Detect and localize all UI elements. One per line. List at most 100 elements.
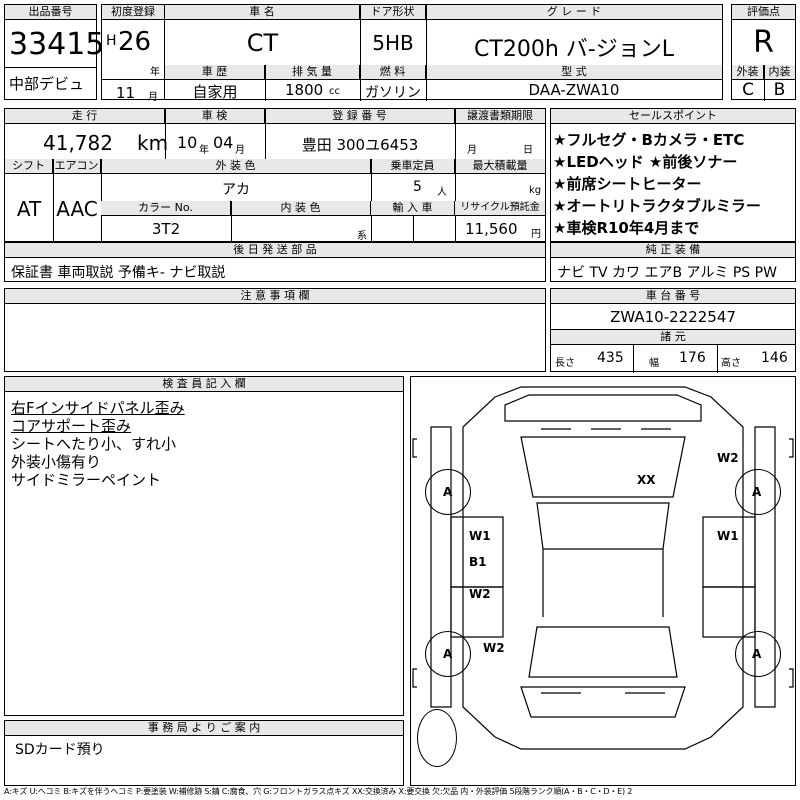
lot-number: 33415 xyxy=(9,27,105,62)
inspection-year-unit: 年 xyxy=(199,145,209,156)
width-value: 176 xyxy=(679,350,706,366)
inspection-month: 04 xyxy=(213,133,234,152)
model-code-value: DAA-ZWA10 xyxy=(528,81,620,99)
mark-b1-left-front-door: B1 xyxy=(469,555,487,569)
first-reg-month: 11 xyxy=(116,84,136,102)
inspector-label: 検 査 員 記 入 欄 xyxy=(5,377,403,392)
wheel-front-right xyxy=(735,469,781,515)
chassis-label: 車 台 番 号 xyxy=(551,289,795,304)
score-label: 評価点 xyxy=(732,5,795,20)
mark-xx-roof: XX xyxy=(637,473,656,487)
inspector-line-5: サイドミラーペイント xyxy=(11,471,162,489)
selling-point-1: ★フルセグ・Bカメラ・ETC xyxy=(553,131,745,149)
selling-point-2: ★LEDヘッド ★前後ソナー xyxy=(553,153,738,171)
first-reg-month-unit: 月 xyxy=(148,92,158,103)
displacement-unit: cc xyxy=(329,86,340,97)
capacity-label: 乗車定員 xyxy=(371,159,455,174)
ext-color-label: 外 装 色 xyxy=(101,159,371,174)
notes-box: 注 意 事 項 欄 xyxy=(4,288,546,372)
mileage-unit: km xyxy=(137,131,169,155)
recycle-label: リサイクル預託金 xyxy=(455,201,545,216)
score-value: R xyxy=(753,25,774,60)
office-value: SDカード預り xyxy=(15,742,105,758)
selling-points-label: セールスポイント xyxy=(551,109,795,124)
inspector-box: 検 査 員 記 入 欄 右Fインサイドパネル歪み コアサポート歪み シートへたり… xyxy=(4,376,404,716)
ext-score-label: 外装 xyxy=(732,65,764,80)
mark-w1-right-front-door: W1 xyxy=(717,529,739,543)
transfer-month-unit: 月 xyxy=(467,145,477,156)
wheel-rear-left xyxy=(425,631,471,677)
capacity-unit: 人 xyxy=(437,187,447,198)
fuel-value: ガソリン xyxy=(365,85,421,101)
office-label: 事 務 局 よ り ご 案 内 xyxy=(5,721,403,736)
inspector-line-2: コアサポート歪み xyxy=(11,417,132,435)
later-parts-box: 後 日 発 送 部 品 保証書 車両取説 予備キ- ナビ取説 xyxy=(4,242,546,282)
selling-point-5: ★車検R10年4月まで xyxy=(553,219,700,237)
car-name-value: CT xyxy=(246,29,279,57)
ext-score-value: C xyxy=(742,80,754,100)
car-info-box: 車 名 ドア形状 グ レ ー ド CT 5HB CT200h バ-ジョンL 車 … xyxy=(164,4,723,101)
int-score-value: B xyxy=(773,80,786,100)
spare-wheel xyxy=(417,709,457,767)
door-value: 5HB xyxy=(372,31,414,55)
fuel-label: 燃 料 xyxy=(360,65,426,80)
wheel-rear-right xyxy=(735,631,781,677)
later-parts-value: 保証書 車両取説 予備キ- ナビ取説 xyxy=(11,265,226,281)
ext-color-value: アカ xyxy=(222,182,250,198)
inspector-line-3: シートへたり小、すれ小 xyxy=(11,435,177,453)
history-value: 自家用 xyxy=(192,83,238,101)
selling-points-box: セールスポイント ★フルセグ・Bカメラ・ETC ★LEDヘッド ★前後ソナー ★… xyxy=(550,108,796,242)
displacement-label: 排 気 量 xyxy=(265,65,360,80)
inspection-month-unit: 月 xyxy=(235,145,245,156)
dims-label: 諸 元 xyxy=(551,329,795,345)
first-registration-box: 初度登録 H 26 年 11 月 xyxy=(101,4,165,103)
shift-label: シフト xyxy=(5,159,53,174)
damage-legend: A:キズ U:ヘコミ B:キズを伴うヘコミ P:要塗装 W:補修跡 S:錆 C:… xyxy=(4,787,633,796)
grade-label: グ レ ー ド xyxy=(426,5,722,20)
inspector-line-4: 外装小傷有り xyxy=(11,453,102,471)
first-reg-year-unit: 年 xyxy=(150,67,160,78)
later-parts-label: 後 日 発 送 部 品 xyxy=(5,243,545,258)
vehicle-details-box: 走 行 車 検 登 録 番 号 譲渡書類期限 41,782 km 10 年 04… xyxy=(4,108,546,243)
score-box: 評価点 R 外装 内装 C B xyxy=(731,4,796,101)
first-reg-year: 26 xyxy=(118,27,152,57)
int-color-unit: 系 xyxy=(357,231,367,242)
selling-point-4: ★オートリトラクタブルミラー xyxy=(553,197,761,215)
height-value: 146 xyxy=(761,350,788,366)
displacement-value: 1800 xyxy=(285,81,324,99)
equipment-value: ナビ TV カワ エアB アルミ PS PW xyxy=(557,265,777,281)
color-no-value: 3T2 xyxy=(151,220,181,238)
mark-w2-front-right: W2 xyxy=(717,451,739,465)
grade-value: CT200h バ-ジョンL xyxy=(474,37,674,62)
int-color-label: 内 装 色 xyxy=(231,201,371,216)
lot-box: 出品番号 33415 中部デビュ xyxy=(4,4,104,100)
capacity-value: 5 xyxy=(413,179,422,195)
max-load-label: 最大積載量 xyxy=(455,159,545,174)
mark-w2-left-rear-fender: W2 xyxy=(483,641,505,655)
transfer-day-unit: 日 xyxy=(523,145,533,156)
length-label: 長さ xyxy=(555,358,575,369)
first-reg-era: H xyxy=(106,33,117,49)
aircon-value: AAC xyxy=(56,197,98,221)
transfer-label: 譲渡書類期限 xyxy=(455,109,545,124)
wheel-front-left xyxy=(425,469,471,515)
chassis-box: 車 台 番 号 ZWA10-2222547 諸 元 長さ 435 幅 176 高… xyxy=(550,288,796,373)
damage-diagram-box: XX W2 A A W1 B1 W1 W2 W2 A A xyxy=(410,376,796,786)
history-label: 車 歴 xyxy=(165,65,265,80)
office-box: 事 務 局 よ り ご 案 内 SDカード預り xyxy=(4,720,404,786)
max-load-unit: kg xyxy=(529,185,542,196)
inspection-label: 車 検 xyxy=(165,109,265,124)
inspector-line-1: 右Fインサイドパネル歪み xyxy=(11,399,185,417)
int-score-label: 内装 xyxy=(764,65,795,80)
mileage-value: 41,782 xyxy=(43,131,113,155)
lot-note: 中部デビュ xyxy=(9,75,85,93)
mark-a-front-right-wheel: A xyxy=(752,485,762,499)
equipment-label: 純 正 装 備 xyxy=(551,243,795,258)
notes-label: 注 意 事 項 欄 xyxy=(5,289,545,304)
shift-value: AT xyxy=(16,197,42,221)
height-label: 高さ xyxy=(721,358,741,369)
inspection-year: 10 xyxy=(177,133,198,152)
reg-no-value: 豊田 300ユ6453 xyxy=(301,136,419,154)
mark-w1-left-front-door: W1 xyxy=(469,529,491,543)
color-no-label: カラー No. xyxy=(101,201,231,216)
